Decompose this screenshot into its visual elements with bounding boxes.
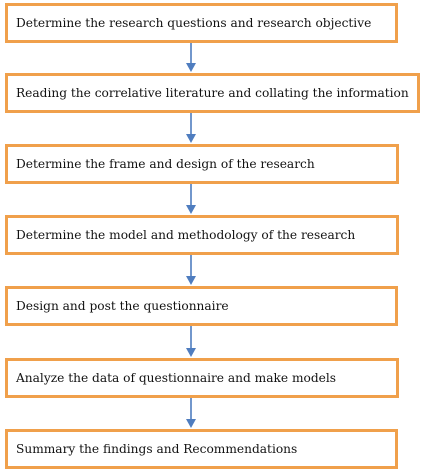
- step-box-literature-review: Reading the correlative literature and c…: [5, 73, 420, 113]
- step-box-data-analysis: Analyze the data of questionnaire and ma…: [5, 358, 399, 398]
- step-box-research-frame: Determine the frame and design of the re…: [5, 144, 399, 184]
- down-arrow-icon: [185, 184, 197, 215]
- step-label: Reading the correlative literature and c…: [16, 85, 409, 100]
- step-label: Summary the findings and Recommendations: [16, 441, 298, 456]
- step-label: Analyze the data of questionnaire and ma…: [16, 370, 337, 385]
- step-box-model-methodology: Determine the model and methodology of t…: [5, 215, 399, 255]
- step-label: Determine the research questions and res…: [16, 15, 372, 30]
- down-arrow-icon: [185, 113, 197, 144]
- step-label: Determine the frame and design of the re…: [16, 156, 315, 171]
- down-arrow-icon: [185, 326, 197, 358]
- down-arrow-icon: [185, 255, 197, 286]
- step-box-findings-recommendations: Summary the findings and Recommendations: [5, 429, 398, 469]
- step-label: Design and post the questionnaire: [16, 298, 229, 313]
- step-box-questionnaire: Design and post the questionnaire: [5, 286, 398, 326]
- down-arrow-icon: [185, 43, 197, 73]
- down-arrow-icon: [185, 398, 197, 429]
- step-label: Determine the model and methodology of t…: [16, 227, 356, 242]
- step-box-research-questions: Determine the research questions and res…: [5, 3, 398, 43]
